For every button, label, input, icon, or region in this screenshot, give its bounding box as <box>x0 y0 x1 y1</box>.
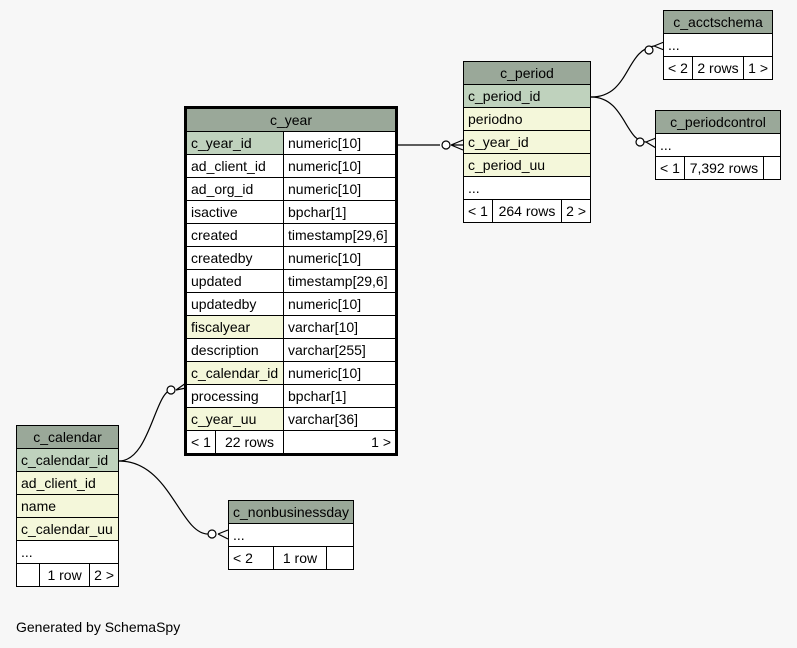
c-periodcontrol-rows: 7,392 rows <box>683 156 765 180</box>
c-year-col-type: bpchar[1] <box>283 384 396 408</box>
c-year-col-type: numeric[10] <box>283 292 396 316</box>
link-calendar-nonbusinessday-circle <box>207 529 217 539</box>
c-year-col-name: processing <box>186 384 284 408</box>
c-year-col-type: bpchar[1] <box>283 200 396 224</box>
link-calendar-year <box>118 389 173 462</box>
c-year-col-name: isactive <box>186 200 284 224</box>
c-year-col-type: numeric[10] <box>283 154 396 178</box>
link-calendar-nonbusinessday <box>118 460 209 535</box>
c-calendar-col: c_calendar_uu <box>16 517 119 541</box>
c-year-footer-left: < 1 22 rows <box>186 430 284 454</box>
c-period-children[interactable]: 2 > <box>561 199 591 223</box>
link-period-acctschema-circle <box>644 45 654 55</box>
c-year-col-type: timestamp[29,6] <box>283 223 396 247</box>
c-calendar-parents <box>16 563 40 587</box>
c-year-col-name: c_calendar_id <box>186 361 284 385</box>
c-period-col: c_period_id <box>463 84 591 108</box>
c-periodcontrol-title[interactable]: c_periodcontrol <box>655 110 781 134</box>
link-calendar-year-circle <box>166 385 176 395</box>
generated-by-footer: Generated by SchemaSpy <box>16 619 181 635</box>
c-period-col: periodno <box>463 107 591 131</box>
c-year-col-name: ad_org_id <box>186 177 284 201</box>
c-year-col-type: varchar[36] <box>283 407 396 431</box>
c-nonbusinessday-title[interactable]: c_nonbusinessday <box>228 500 354 524</box>
table-c-nonbusinessday[interactable]: c_nonbusinessday ... < 2 1 row <box>228 500 354 570</box>
link-period-periodcontrol <box>590 96 647 143</box>
c-acctschema-title[interactable]: c_acctschema <box>663 10 773 34</box>
c-year-col-name: createdby <box>186 246 284 270</box>
c-year-children[interactable]: 1 > <box>283 430 396 454</box>
c-calendar-title[interactable]: c_calendar <box>16 425 119 449</box>
c-nonbusinessday-parents[interactable]: < 2 <box>228 546 274 570</box>
c-year-col-name: ad_client_id <box>186 154 284 178</box>
c-year-col-type: numeric[10] <box>283 131 396 155</box>
c-nonbusinessday-rows: 1 row <box>273 546 327 570</box>
c-period-col: c_period_uu <box>463 153 591 177</box>
c-year-col-type: numeric[10] <box>283 246 396 270</box>
c-year-col-name: c_year_id <box>186 131 284 155</box>
table-c-period[interactable]: c_period c_period_id periodno c_year_id … <box>463 61 591 223</box>
c-year-col-name: created <box>186 223 284 247</box>
c-period-col: ... <box>463 176 591 200</box>
c-periodcontrol-children <box>763 156 781 180</box>
c-period-parents[interactable]: < 1 <box>463 199 493 223</box>
c-acctschema-col: ... <box>663 33 773 57</box>
c-year-rows: 22 rows <box>224 434 275 450</box>
c-calendar-rows: 1 row <box>38 563 91 587</box>
c-periodcontrol-parents[interactable]: < 1 <box>655 156 685 180</box>
c-nonbusinessday-col: ... <box>228 523 354 547</box>
c-period-title[interactable]: c_period <box>463 61 591 85</box>
c-year-col-type: numeric[10] <box>283 361 396 385</box>
c-year-col-name: updatedby <box>186 292 284 316</box>
c-periodcontrol-col: ... <box>655 133 781 157</box>
c-acctschema-parents[interactable]: < 2 <box>663 56 693 80</box>
c-year-col-name: description <box>186 338 284 362</box>
c-year-col-name: c_year_uu <box>186 407 284 431</box>
c-nonbusinessday-children <box>326 546 354 570</box>
c-year-title[interactable]: c_year <box>186 108 396 132</box>
c-calendar-col: name <box>16 494 119 518</box>
c-year-col-type: varchar[255] <box>283 338 396 362</box>
c-year-col-name: fiscalyear <box>186 315 284 339</box>
c-acctschema-rows: 2 rows <box>691 56 745 80</box>
c-year-col-type: varchar[10] <box>283 315 396 339</box>
c-year-col-type: timestamp[29,6] <box>283 269 396 293</box>
link-year-period-circle <box>441 140 451 150</box>
c-period-col: c_year_id <box>463 130 591 154</box>
c-calendar-col: ad_client_id <box>16 471 119 495</box>
c-calendar-col: c_calendar_id <box>16 448 119 472</box>
table-c-acctschema[interactable]: c_acctschema ... < 2 2 rows 1 > <box>663 10 773 80</box>
c-calendar-col: ... <box>16 540 119 564</box>
c-acctschema-children[interactable]: 1 > <box>743 56 773 80</box>
c-period-rows: 264 rows <box>491 199 563 223</box>
c-year-parents[interactable]: < 1 <box>187 431 216 453</box>
c-year-col-type: numeric[10] <box>283 177 396 201</box>
table-c-calendar[interactable]: c_calendar c_calendar_id ad_client_id na… <box>16 425 119 587</box>
c-year-col-name: updated <box>186 269 284 293</box>
link-period-periodcontrol-circle <box>635 137 645 147</box>
link-period-acctschema <box>590 45 655 98</box>
c-calendar-children[interactable]: 2 > <box>89 563 119 587</box>
table-c-periodcontrol[interactable]: c_periodcontrol ... < 1 7,392 rows <box>655 110 781 180</box>
